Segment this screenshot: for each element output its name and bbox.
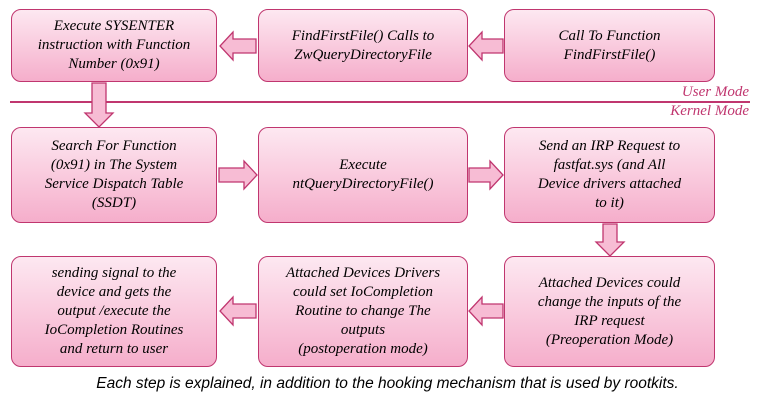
step-findfirstfile-calls: FindFirstFile() Calls to ZwQueryDirector… — [258, 9, 468, 82]
arrow-left-1 — [468, 30, 504, 62]
arrow-right-2 — [468, 159, 504, 191]
kernel-mode-label: Kernel Mode — [670, 103, 749, 119]
step-send-signal: sending signal to the device and gets th… — [11, 256, 217, 367]
step-preoperation: Attached Devices could change the inputs… — [504, 256, 715, 367]
figure-caption: Each step is explained, in addition to t… — [96, 375, 679, 392]
user-mode-label: User Mode — [681, 84, 749, 100]
arrow-right-1 — [218, 159, 258, 191]
step-postoperation: Attached Devices Drivers could set IoCom… — [258, 256, 468, 367]
arrow-down-2 — [594, 223, 626, 257]
step-send-irp: Send an IRP Request to fastfat.sys (and … — [504, 127, 715, 223]
step-execute-ntquery: Execute ntQueryDirectoryFile() — [258, 127, 468, 223]
step-search-ssdt: Search For Function (0x91) in The System… — [11, 127, 217, 223]
arrow-left-2 — [219, 30, 257, 62]
step-call-findfirstfile: Call To Function FindFirstFile() — [504, 9, 715, 82]
step-execute-sysenter: Execute SYSENTER instruction with Functi… — [11, 9, 217, 82]
mode-divider — [10, 101, 750, 103]
arrow-down-1 — [83, 82, 115, 128]
arrow-left-3 — [468, 295, 504, 327]
arrow-left-4 — [219, 295, 257, 327]
